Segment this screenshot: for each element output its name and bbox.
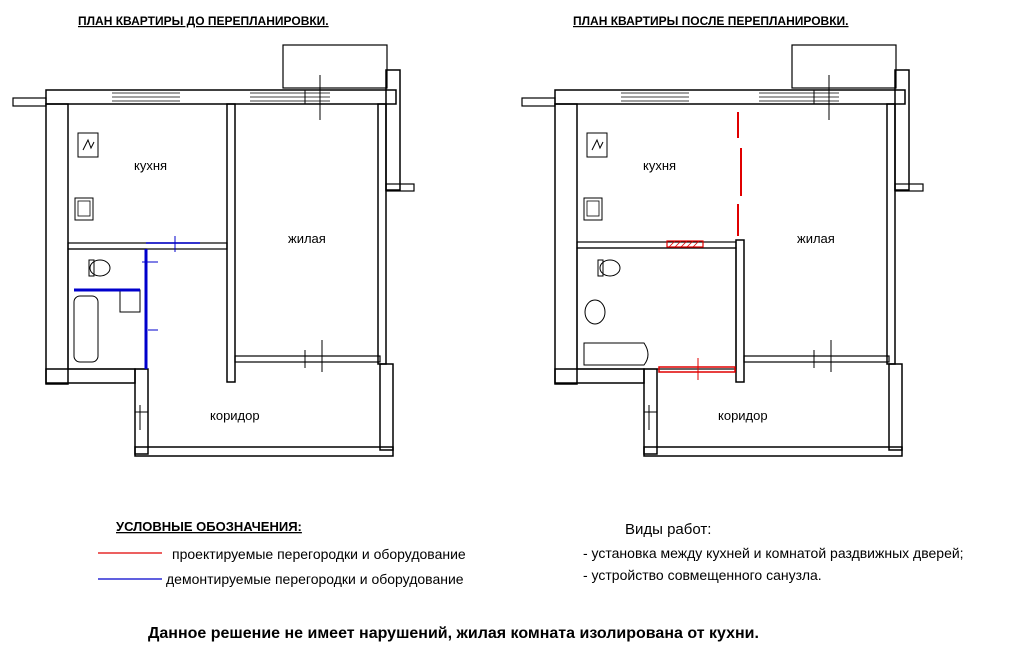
stove-icon <box>586 132 608 158</box>
sink-icon <box>74 197 94 221</box>
wall-right <box>377 103 387 365</box>
corridor-wall-bottom <box>643 446 903 457</box>
partition-kitchen-living <box>226 103 236 383</box>
bathroom-block <box>67 248 147 370</box>
toilet-icon <box>89 259 111 277</box>
stove-mark <box>591 138 604 151</box>
sink-icon <box>583 197 603 221</box>
plan-after <box>521 44 924 457</box>
corridor-wall-bottom <box>134 446 394 457</box>
washbasin-icon <box>584 299 606 325</box>
outer-wall-right-upper <box>894 69 910 191</box>
bathtub-icon <box>73 295 99 363</box>
new-bath-door-wall <box>658 366 736 373</box>
sink-bowl <box>77 200 91 217</box>
plan-before <box>12 44 415 457</box>
corridor-wall-right <box>888 363 903 451</box>
toilet-tank <box>88 259 95 277</box>
wall-stub <box>12 97 47 107</box>
wall-bottom-left <box>45 368 136 384</box>
window-strips <box>621 92 839 102</box>
balcony <box>791 44 897 89</box>
toilet-icon <box>599 259 621 277</box>
wall-bottom-left <box>554 368 645 384</box>
door-marks <box>644 75 832 430</box>
outer-wall-top <box>45 89 397 105</box>
wall-stub <box>521 97 556 107</box>
title-before: ПЛАН КВАРТИРЫ ДО ПЕРЕПЛАНИРОВКИ. <box>78 14 329 28</box>
new-partition-hatched <box>666 240 704 248</box>
washbasin-icon <box>119 289 141 313</box>
new-partitions <box>737 112 742 236</box>
partition-living-corridor <box>234 355 381 363</box>
legend-label-demolished: демонтируемые перегородки и оборудование <box>166 571 464 587</box>
room-living-after: жилая <box>797 231 835 246</box>
room-corridor-before: коридор <box>210 408 260 423</box>
outer-wall-left <box>554 103 578 385</box>
demolished-door-marks <box>142 236 176 331</box>
room-kitchen-before: кухня <box>134 158 167 173</box>
works-item-1: - установка между кухней и комнатой разд… <box>583 545 964 561</box>
partition-kitchen-living <box>735 239 745 383</box>
works-item-2: - устройство совмещенного санузла. <box>583 567 822 583</box>
outer-wall-top <box>554 89 906 105</box>
room-corridor-after: коридор <box>718 408 768 423</box>
sink-bowl <box>586 200 600 217</box>
stove-icon <box>77 132 99 158</box>
window-strips <box>112 92 330 102</box>
toilet-tank <box>597 259 604 277</box>
legend-heading: УСЛОВНЫЕ ОБОЗНАЧЕНИЯ: <box>116 519 302 534</box>
works-heading: Виды работ: <box>625 521 711 538</box>
partition-kitchen-bath <box>67 242 228 250</box>
door-marks <box>135 75 323 430</box>
room-kitchen-after: кухня <box>643 158 676 173</box>
bathtub-icon <box>583 342 649 366</box>
conclusion-text: Данное решение не имеет нарушений, жилая… <box>148 625 759 642</box>
corridor-wall-right <box>379 363 394 451</box>
hatch-lines <box>668 240 700 248</box>
partition-living-corridor <box>743 355 890 363</box>
outer-wall-left <box>45 103 69 385</box>
legend-label-new: проектируемые перегородки и оборудование <box>172 546 466 562</box>
balcony <box>282 44 388 89</box>
room-living-before: жилая <box>288 231 326 246</box>
demolished-partitions <box>74 242 200 369</box>
combined-bathroom <box>576 247 737 370</box>
stove-mark <box>82 138 95 151</box>
wall-right <box>886 103 896 365</box>
title-after: ПЛАН КВАРТИРЫ ПОСЛЕ ПЕРЕПЛАНИРОВКИ. <box>573 14 849 28</box>
outer-wall-right-upper <box>385 69 401 191</box>
partition-kitchen-bath <box>576 241 737 249</box>
